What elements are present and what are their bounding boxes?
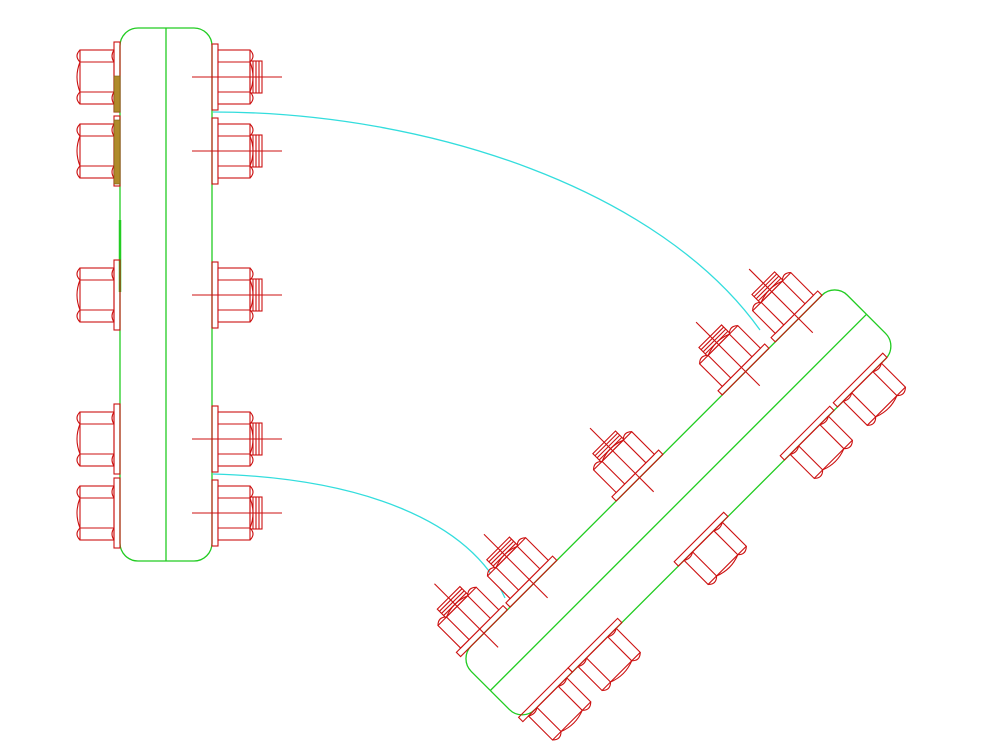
elbow-pipe	[212, 111, 761, 599]
elbow-outer-arc	[212, 111, 761, 331]
angled-flange	[410, 245, 914, 749]
elbow-inner-arc	[212, 473, 506, 599]
vertical-flange	[76, 27, 283, 562]
bolt-3	[76, 259, 283, 331]
bolt-2	[76, 115, 283, 187]
angled-bolt-3	[566, 404, 755, 593]
angled-flange-bolts	[410, 245, 914, 749]
angled-bolt-5	[725, 245, 914, 434]
angled-bolt-4	[672, 298, 861, 487]
bolt-1	[76, 41, 283, 113]
angled-flange-centerline	[489, 313, 867, 691]
bolt-5	[76, 477, 283, 549]
bolt-4	[76, 403, 283, 475]
vertical-flange-bolts	[76, 41, 283, 549]
